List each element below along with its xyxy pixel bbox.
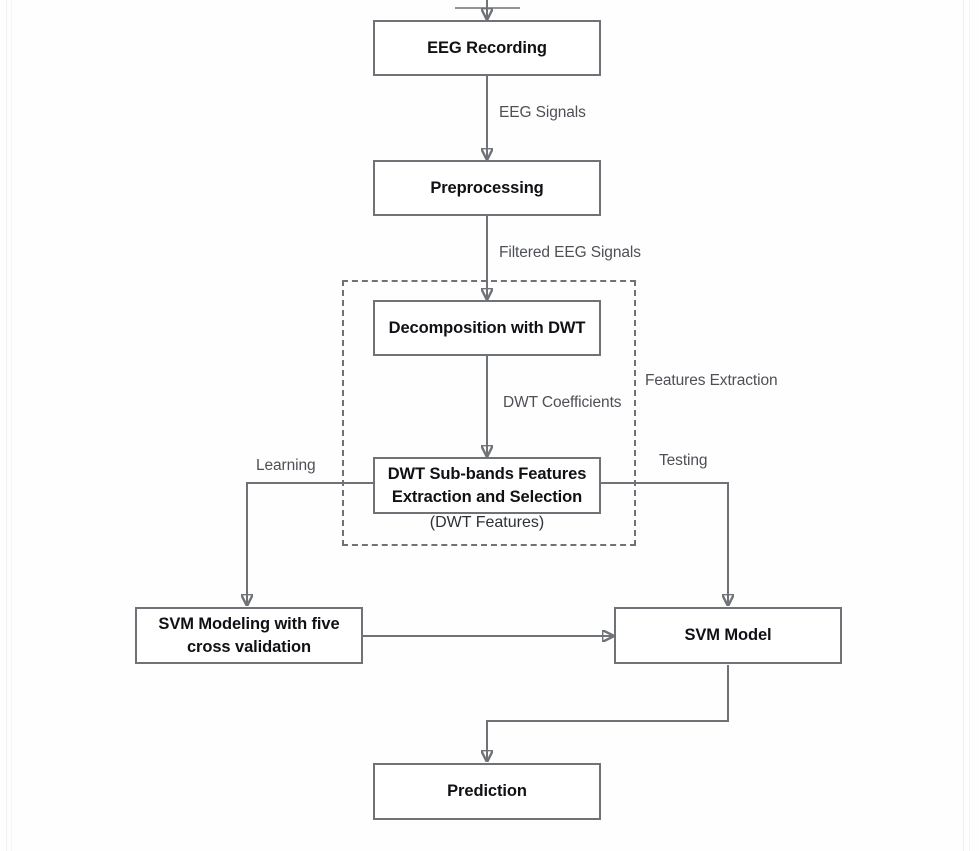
features-extraction-group xyxy=(342,280,636,546)
page-edge-artifact-left2 xyxy=(11,0,12,851)
node-svm-modeling-line2: cross validation xyxy=(186,637,312,656)
node-prediction[interactable]: Prediction xyxy=(373,763,601,820)
node-svm-modeling[interactable]: SVM Modeling with five cross validation xyxy=(135,607,363,664)
node-decomposition-with-dwt[interactable]: Decomposition with DWT xyxy=(373,300,601,356)
node-dwt-subbands-features[interactable]: DWT Sub-bands Features Extraction and Se… xyxy=(373,457,601,514)
node-dwt-subbands-features-line1: DWT Sub-bands Features xyxy=(387,465,587,484)
node-svm-modeling-line1: SVM Modeling with five xyxy=(158,615,340,634)
node-svm-model-label: SVM Model xyxy=(684,626,772,645)
page-edge-artifact-right xyxy=(963,0,964,851)
annotation-dwt-features: (DWT Features) xyxy=(429,514,545,531)
node-decomposition-with-dwt-label: Decomposition with DWT xyxy=(388,318,586,337)
node-preprocessing[interactable]: Preprocessing xyxy=(373,160,601,216)
edge-label-testing: Testing xyxy=(659,452,708,469)
edge-label-filtered-eeg-signals: Filtered EEG Signals xyxy=(499,244,641,261)
node-eeg-recording-label: EEG Recording xyxy=(427,38,547,57)
wire-model-to-prediction xyxy=(487,665,729,761)
node-dwt-subbands-features-line2: Extraction and Selection xyxy=(391,487,583,506)
annotation-features-extraction: Features Extraction xyxy=(645,372,778,389)
node-eeg-recording[interactable]: EEG Recording xyxy=(373,20,601,76)
page-edge-artifact-right2 xyxy=(969,0,970,851)
node-prediction-label: Prediction xyxy=(447,782,527,801)
page-edge-artifact-left xyxy=(6,0,7,851)
edge-label-learning: Learning xyxy=(256,457,316,474)
node-preprocessing-label: Preprocessing xyxy=(430,178,544,197)
edge-label-dwt-coefficients: DWT Coefficients xyxy=(503,394,622,411)
node-svm-model[interactable]: SVM Model xyxy=(614,607,842,664)
edge-label-eeg-signals: EEG Signals xyxy=(499,104,586,121)
